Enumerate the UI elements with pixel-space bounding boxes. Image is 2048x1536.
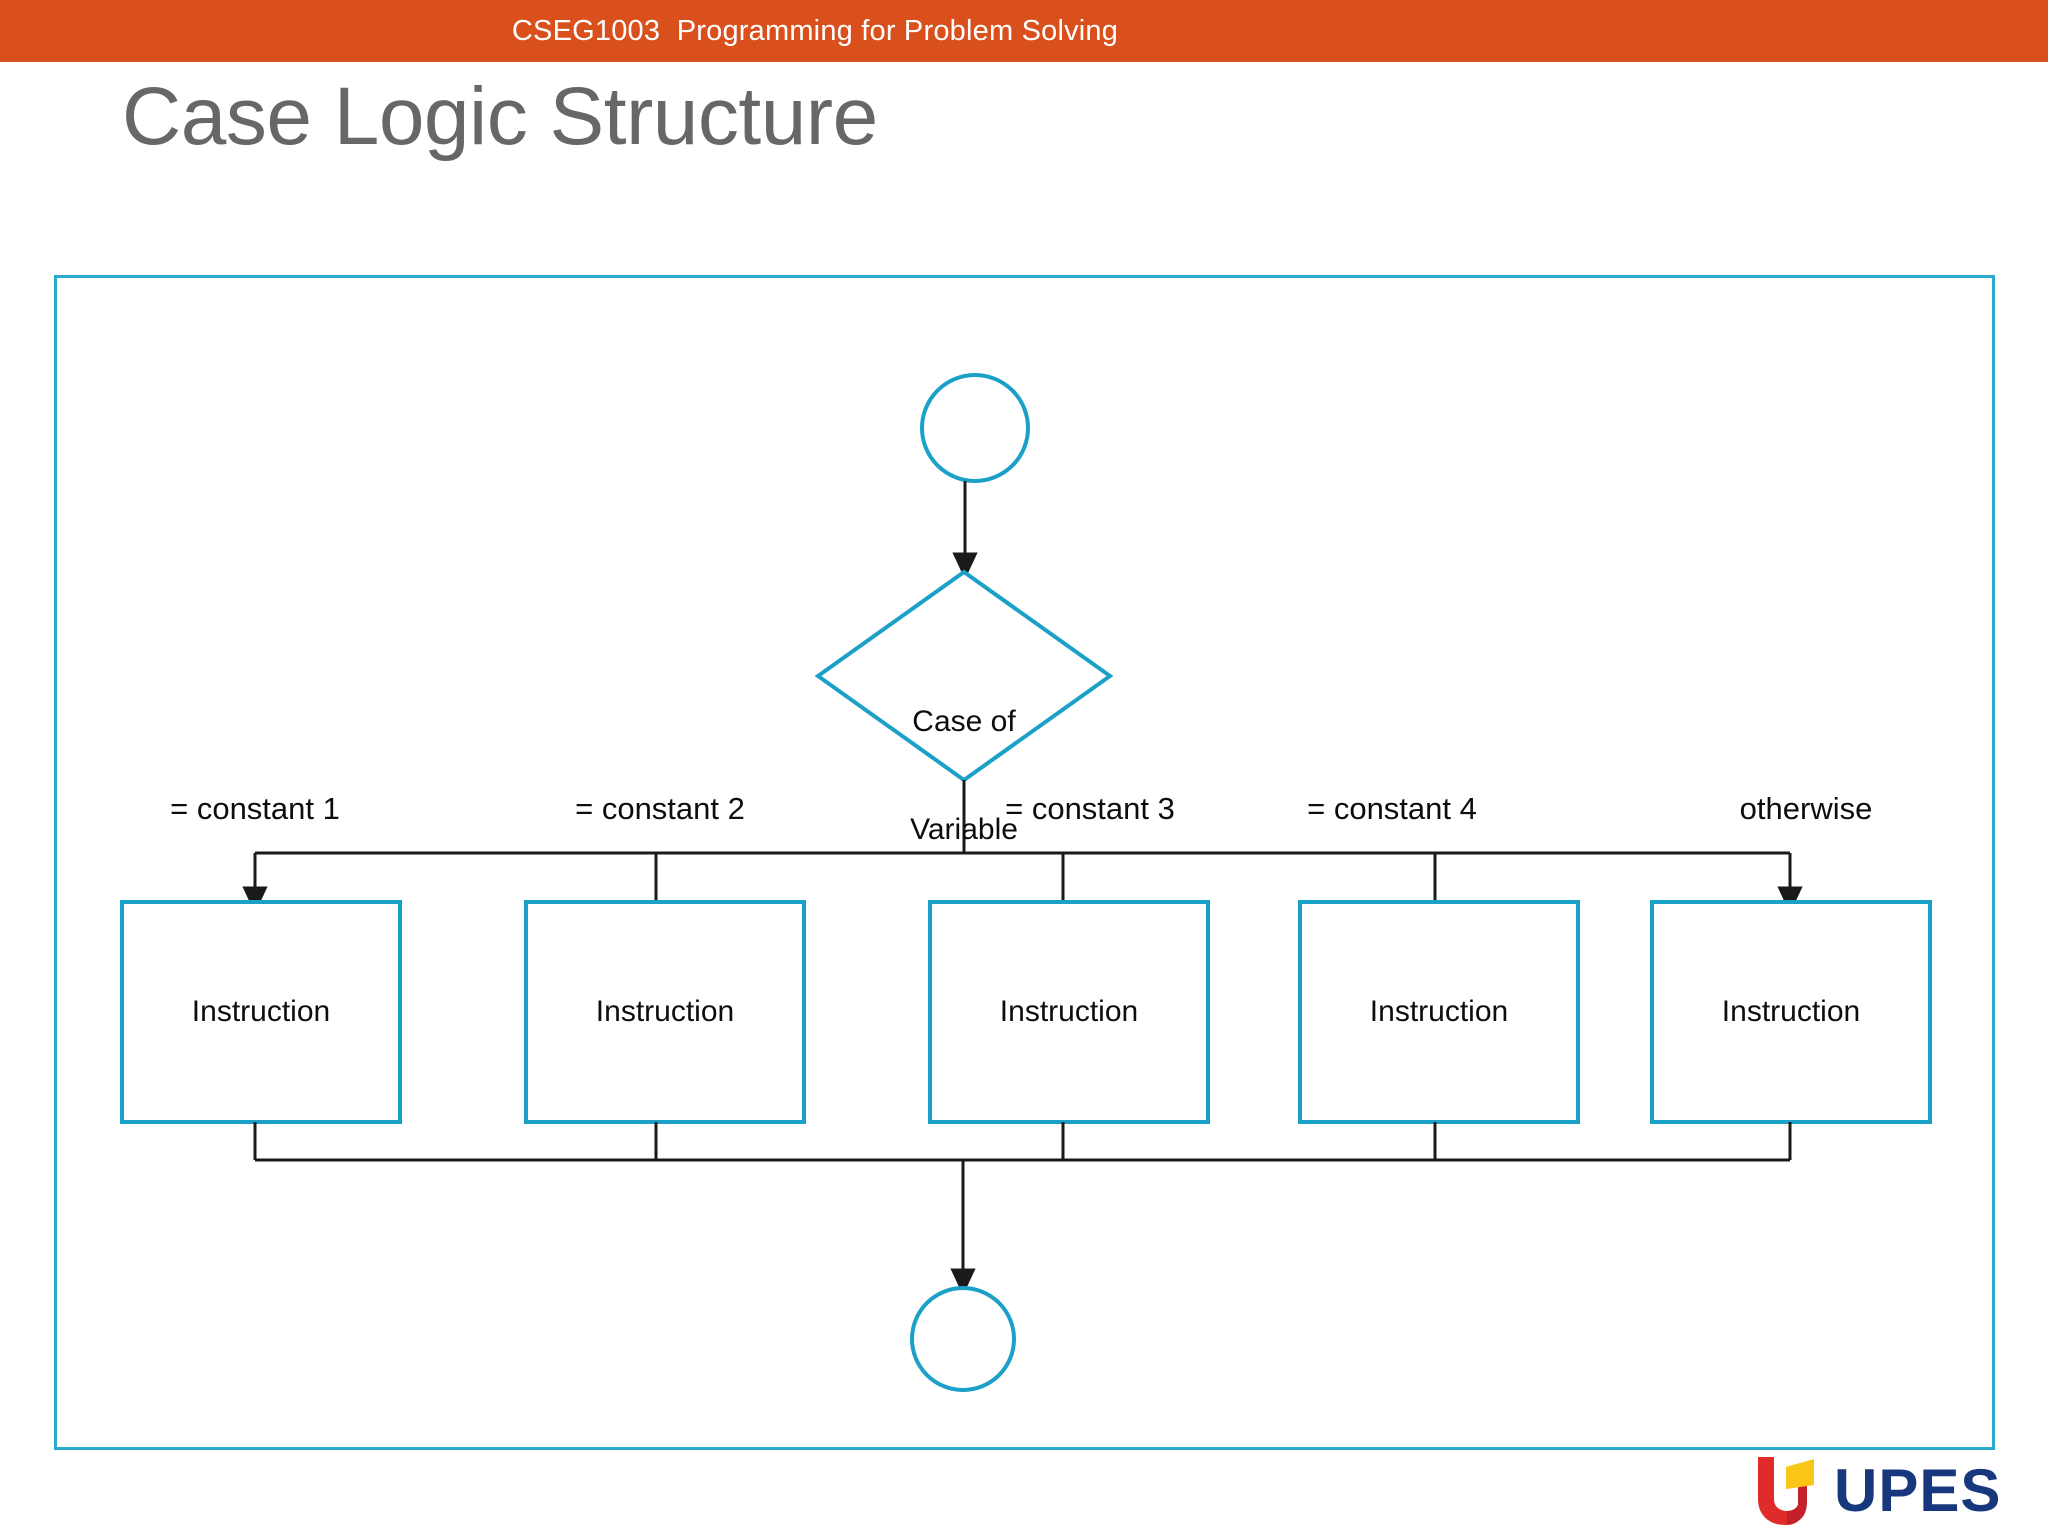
branch-label-4: = constant 4 (1307, 791, 1477, 826)
instruction-box-label-5: Instruction (1721, 995, 1861, 1028)
branch-label-1: = constant 1 (170, 791, 340, 826)
branch-label-3: = constant 3 (1005, 791, 1175, 826)
instruction-box-label-2: Instruction (595, 995, 735, 1028)
upes-logo-mark-icon (1758, 1457, 1814, 1525)
upes-logo: UPES (1756, 1452, 2036, 1530)
branch-label-2: = constant 2 (575, 791, 745, 826)
decision-label: Case of Variable (824, 632, 1104, 884)
upes-logo-text: UPES (1834, 1457, 2002, 1524)
instruction-box-label-4: Instruction (1369, 995, 1509, 1028)
page-title: Case Logic Structure (122, 71, 878, 162)
decision-label-line2: Variable (910, 813, 1018, 846)
course-title-text: CSEG1003 Programming for Problem Solving (511, 15, 1119, 47)
branch-label-5: otherwise (1739, 791, 1873, 826)
instruction-box-label-3: Instruction (999, 995, 1139, 1028)
header-bar: CSEG1003 Programming for Problem Solving (0, 0, 2048, 62)
decision-label-line1: Case of (912, 705, 1016, 738)
instruction-box-label-1: Instruction (191, 995, 331, 1028)
